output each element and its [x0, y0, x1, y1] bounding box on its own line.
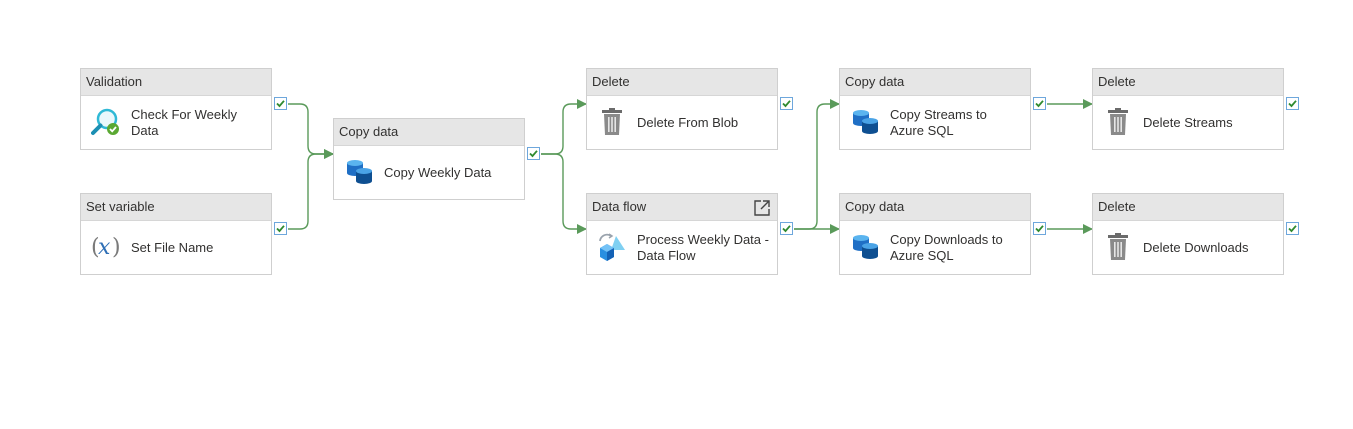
status-deleteblob[interactable] [780, 97, 793, 110]
success-check-icon [1288, 100, 1297, 108]
status-copystreams[interactable] [1033, 97, 1046, 110]
success-check-icon [782, 100, 791, 108]
activity-type-label: Set variable [81, 194, 271, 221]
activity-type-label: Data flow [587, 194, 777, 221]
success-check-icon [276, 100, 285, 108]
activity-type-label: Delete [587, 69, 777, 96]
trash-icon [1108, 233, 1128, 260]
activity-dataflow[interactable]: Data flow Process Weekly Data - Data Flo… [586, 193, 778, 275]
connector-copyweekly-to-dataflow [541, 153, 587, 234]
activity-name: Check For Weekly Data [131, 106, 237, 138]
status-dataflow[interactable] [780, 222, 793, 235]
status-setvariable[interactable] [274, 222, 287, 235]
data-flow-icon [599, 233, 625, 261]
activity-type-label: Copy data [840, 194, 1030, 221]
trash-icon [1108, 108, 1128, 135]
success-check-icon [1288, 225, 1297, 233]
magnifier-check-icon [91, 108, 119, 135]
activity-type-label: Delete [1093, 194, 1283, 221]
status-deletestreams[interactable] [1286, 97, 1299, 110]
copy-data-icon [853, 235, 878, 259]
trash-icon [602, 108, 622, 135]
svg-text:x: x [98, 235, 111, 260]
activity-name: Copy Downloads to Azure SQL [890, 231, 1003, 263]
copy-data-icon [853, 110, 878, 134]
activity-copydownloads[interactable]: Copy data Copy Downloads to Azure SQL [839, 193, 1031, 275]
activity-deleteblob[interactable]: Delete Delete From Blob [586, 68, 778, 150]
activity-type-label: Copy data [334, 119, 524, 146]
copy-data-icon [347, 160, 372, 184]
connector-setvariable-to-copyweekly [288, 149, 334, 230]
activity-name: Delete Downloads [1143, 239, 1249, 255]
activity-validation[interactable]: Validation Check For Weekly Data [80, 68, 272, 150]
status-deletedownloads[interactable] [1286, 222, 1299, 235]
svg-text:(: ( [91, 235, 100, 260]
activity-type-label: Delete [1093, 69, 1283, 96]
activity-copystreams[interactable]: Copy data Copy Streams to Azure SQL [839, 68, 1031, 150]
activity-type-label: Validation [81, 69, 271, 96]
success-check-icon [1035, 100, 1044, 108]
success-check-icon [529, 150, 538, 158]
activity-name: Copy Weekly Data [384, 164, 492, 180]
connector-dataflow-to-copystreams [794, 99, 840, 230]
activity-deletedownloads[interactable]: Delete Delete Downloads [1092, 193, 1284, 275]
activity-name: Delete From Blob [637, 114, 739, 130]
success-check-icon [782, 225, 791, 233]
activity-name: Copy Streams to Azure SQL [890, 106, 987, 138]
variable-x-icon: ( x ) [91, 235, 121, 260]
connector-copyweekly-to-deleteblob [541, 99, 587, 155]
activity-name: Process Weekly Data - Data Flow [637, 231, 769, 263]
svg-text:): ) [112, 235, 121, 260]
open-external-icon[interactable] [753, 199, 771, 217]
activity-copyweekly[interactable]: Copy data Copy Weekly Data [333, 118, 525, 200]
connector-validation-to-copyweekly [288, 103, 334, 159]
activity-name: Set File Name [131, 239, 214, 255]
status-copydownloads[interactable] [1033, 222, 1046, 235]
success-check-icon [276, 225, 285, 233]
activity-deletestreams[interactable]: Delete Delete Streams [1092, 68, 1284, 150]
success-check-icon [1035, 225, 1044, 233]
activity-setvariable[interactable]: Set variable ( x ) Set File Name [80, 193, 272, 275]
status-copyweekly[interactable] [527, 147, 540, 160]
activity-name: Delete Streams [1143, 114, 1233, 130]
status-validation[interactable] [274, 97, 287, 110]
activity-type-label: Copy data [840, 69, 1030, 96]
